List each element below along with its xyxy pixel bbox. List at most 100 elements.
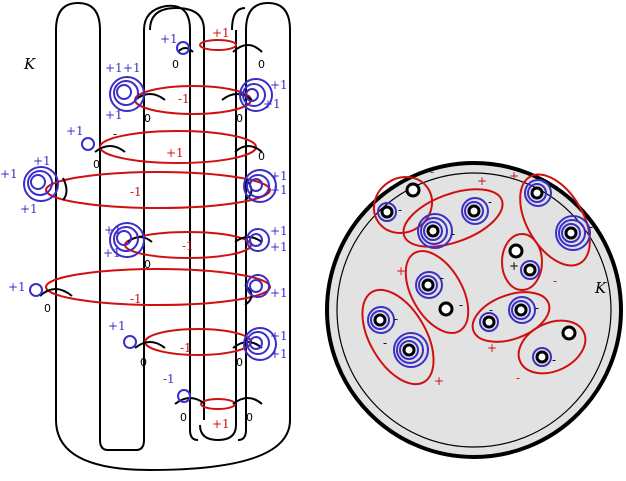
red-label-1: +1 (212, 26, 230, 40)
outer-disk (325, 161, 623, 459)
dot-2 (380, 205, 394, 219)
blue-label-16: +1 (270, 240, 288, 254)
sign-minus-5: - (554, 179, 558, 193)
blue-spiral-1 (176, 41, 190, 55)
sign-minus-2: - (398, 203, 402, 217)
blue-spiral-13 (177, 389, 191, 403)
blue-spiral-11 (123, 335, 137, 349)
sign-minus-6: - (589, 220, 593, 234)
zero-3: 0 (144, 112, 151, 125)
rings-4 (524, 179, 552, 207)
sign-minus-7: - (553, 274, 557, 288)
sign-minus-12: - (394, 312, 398, 326)
sign-minus-3: - (488, 195, 492, 209)
blue-label-22: +1 (270, 347, 288, 361)
rings-6 (520, 260, 540, 280)
red-label-8: +1 (212, 417, 230, 431)
knot-label-right: K (594, 279, 607, 297)
dot-12 (514, 303, 528, 317)
rings-5 (555, 215, 591, 251)
blue-label-2: +1 (105, 61, 123, 75)
blue-spiral-2 (109, 76, 145, 112)
region-6 (471, 291, 551, 343)
blue-label-3: +1 (123, 61, 141, 75)
sign-plus-3: + (509, 259, 519, 273)
blue-spiral-12 (243, 327, 277, 361)
zero-11: 0 (180, 411, 187, 424)
zero-7: 0 (144, 258, 151, 271)
region-5 (404, 250, 470, 334)
sign-minus-8: - (440, 271, 444, 285)
rings-12 (479, 312, 499, 332)
sign-plus-4: + (396, 264, 406, 278)
rings-8 (508, 296, 536, 324)
red-ellipse-6 (45, 268, 271, 306)
red-ellipse-8 (200, 398, 236, 410)
red-ellipse-1 (199, 39, 237, 51)
blue-label-1: +1 (160, 32, 178, 46)
inner-boundary (336, 172, 612, 448)
red-regions (361, 173, 591, 386)
blue-spiral-3 (239, 78, 273, 112)
dot-13 (373, 313, 387, 327)
red-label-7: -1 (180, 341, 192, 355)
dot-3 (426, 224, 440, 238)
red-ellipse-2 (134, 85, 252, 115)
black-strands (55, 1, 291, 472)
signs: - + + - - - - - + - + - - - - - - + - + … (383, 165, 593, 388)
sign-plus-5: + (487, 341, 497, 355)
dot-10 (438, 301, 454, 317)
rings-1 (377, 202, 397, 222)
blue-label-20: +1 (270, 329, 288, 343)
blue-label-9: +1 (0, 167, 18, 181)
sign-minus-4: - (451, 227, 455, 241)
dot-15 (561, 325, 577, 341)
dot-1 (405, 182, 421, 198)
rings-3 (461, 197, 489, 225)
sign-plus-1: + (477, 174, 487, 188)
region-4 (501, 233, 543, 291)
blue-spiral-5 (23, 166, 59, 202)
blue-spiral-9 (29, 283, 43, 297)
blue-label-12: +1 (270, 183, 288, 197)
sign-minus-9: - (459, 298, 463, 312)
sign-minus-15: - (516, 371, 520, 385)
blue-spiral-4 (81, 137, 95, 151)
blue-rings (367, 179, 591, 368)
region-7 (361, 288, 435, 386)
blue-spiral-7 (109, 222, 145, 258)
blue-label-15: +1 (270, 224, 288, 238)
blue-label-13: +1 (104, 223, 122, 237)
region-2 (402, 188, 504, 248)
rings-11 (532, 347, 552, 367)
dot-6 (564, 226, 578, 240)
dot-14 (402, 343, 416, 357)
blue-label-21: -1 (163, 372, 175, 386)
blue-label-19: +1 (108, 319, 126, 333)
blue-label-4: +1 (105, 108, 123, 122)
zero-9: 0 (140, 356, 147, 369)
blue-label-10: +1 (20, 202, 38, 216)
sign-minus-11: - (535, 301, 539, 315)
region-8 (517, 319, 587, 375)
zero-2: 0 (258, 58, 265, 71)
blue-label-7: +1 (66, 124, 84, 138)
zero-8: 0 (44, 302, 51, 315)
red-label-2: -1 (178, 92, 190, 106)
blue-label-14: +1 (103, 246, 121, 260)
knot-label-left: K (23, 55, 36, 73)
blue-label-6: +1 (263, 97, 281, 111)
dot-8 (523, 263, 537, 277)
blue-label-11: +1 (270, 169, 288, 183)
dot-5 (530, 186, 544, 200)
blue-spiral-10 (246, 274, 270, 298)
dot-11 (482, 315, 496, 329)
zero-12: 0 (246, 411, 253, 424)
zero-1: 0 (172, 58, 179, 71)
dash-1: - (113, 127, 117, 141)
sign-plus-2: + (509, 169, 519, 183)
black-clasps (39, 44, 263, 405)
sign-minus-10: - (489, 303, 493, 317)
dot-9 (421, 278, 435, 292)
sign-minus-1: - (430, 165, 434, 179)
